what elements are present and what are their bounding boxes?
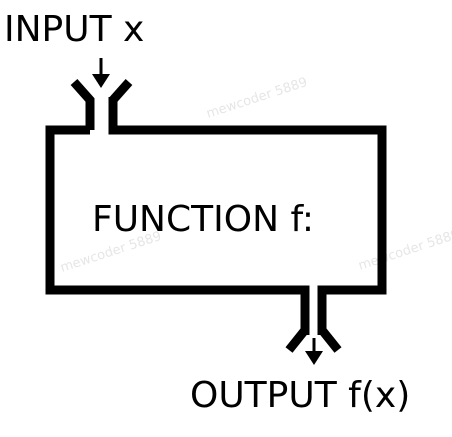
- output-label: OUTPUT f(x): [190, 375, 410, 416]
- input-funnel-right: [109, 79, 133, 103]
- input-label: INPUT x: [4, 9, 144, 50]
- output-arrow: [305, 338, 323, 365]
- watermark-group: mewcoder 5889 mewcoder 5889 mewcoder 588…: [59, 75, 452, 276]
- function-box: [45, 97, 387, 335]
- output-funnel-right: [318, 327, 342, 353]
- watermark-text: mewcoder 5889: [205, 75, 310, 122]
- function-label: FUNCTION f:: [92, 199, 314, 240]
- output-funnel-left: [285, 327, 309, 353]
- input-funnel-left: [70, 79, 95, 130]
- input-arrow: [92, 58, 110, 88]
- watermark-text: mewcoder 5889: [357, 227, 452, 274]
